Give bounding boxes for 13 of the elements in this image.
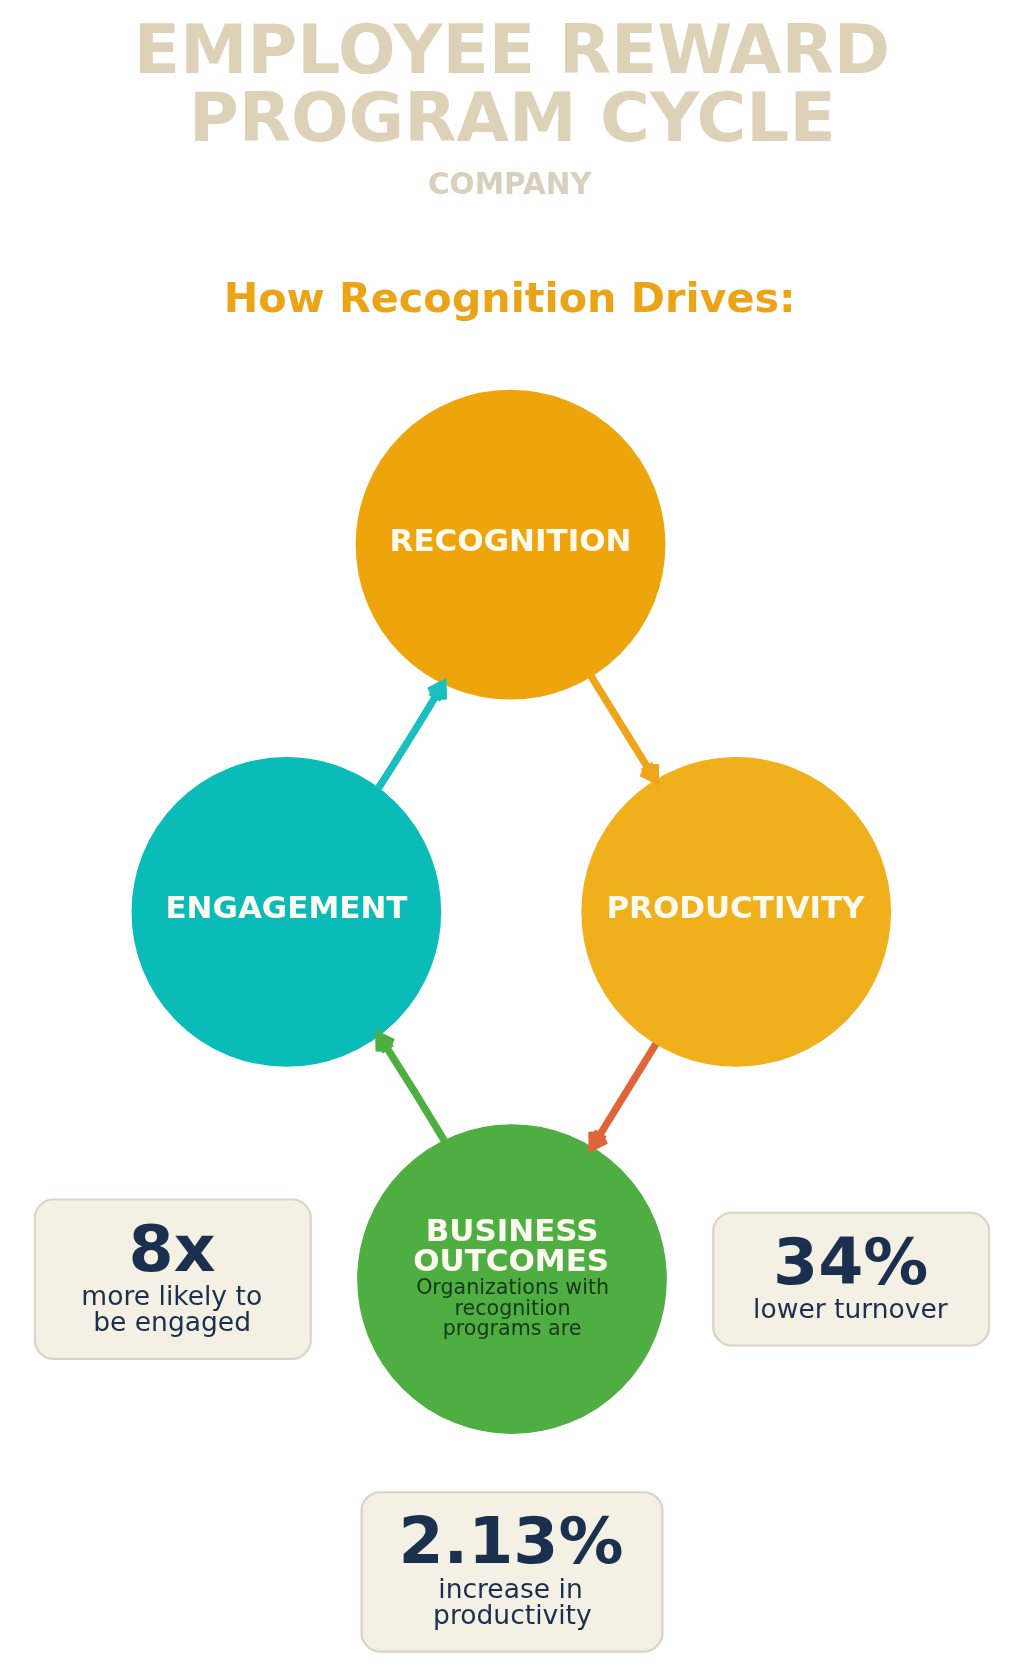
arrow: [375, 1032, 448, 1143]
node-circle: RECOGNITION: [355, 389, 666, 700]
diagram-title: EMPLOYEE REWARD PROGRAM CYCLE: [133, 10, 891, 158]
node-circle: ENGAGEMENT: [131, 757, 442, 1067]
node-box: 2.13% increase in productivity: [360, 1491, 664, 1653]
arrow: [587, 674, 660, 784]
arrow: [375, 680, 447, 791]
label: How Recognition Drives:: [223, 273, 796, 322]
arrow: [588, 1041, 659, 1152]
node-circle: BUSINESS OUTCOMES Organizations with recognition programs are: [357, 1124, 667, 1434]
node-box: 34% lower turnover: [712, 1211, 991, 1347]
node-box: 8x more likely to be engaged: [33, 1198, 312, 1360]
label: COMPANY: [427, 167, 592, 202]
